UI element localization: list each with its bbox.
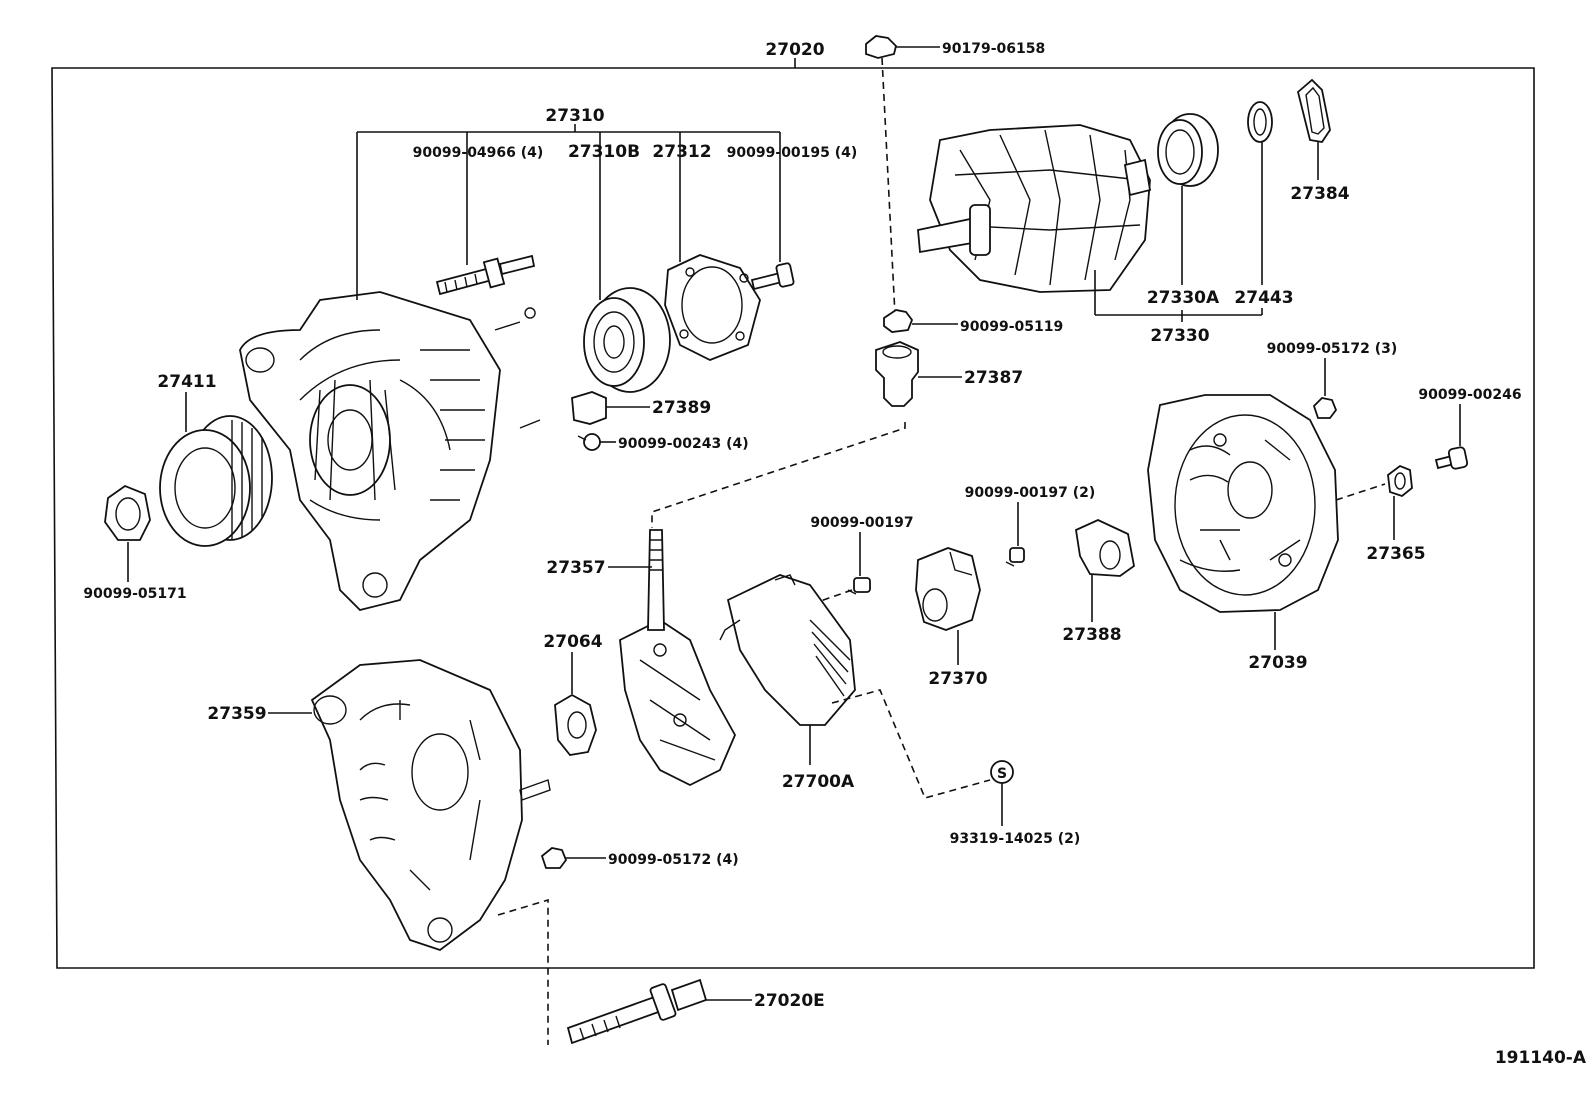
bolt-90099-04966 xyxy=(435,254,536,296)
nut-90099-05119 xyxy=(883,309,914,333)
label-90099-00243: 90099-00243 (4) xyxy=(618,436,749,452)
label-27700A: 27700A xyxy=(782,772,855,792)
nut-90099-05171 xyxy=(104,484,151,541)
through-bolt-27020E xyxy=(566,978,708,1045)
assembly-frame xyxy=(51,67,1535,969)
regulator-27700A xyxy=(719,574,856,726)
brush-holder-27370 xyxy=(915,547,981,631)
figure-id: 191140-A xyxy=(1495,1048,1587,1068)
dash-90179-06158 xyxy=(881,57,896,316)
bearing-27330A xyxy=(1157,113,1219,187)
label-27443: 27443 xyxy=(1234,288,1293,308)
label-90099-00197: 90099-00197 xyxy=(810,515,913,531)
dash-27700A xyxy=(831,689,991,799)
nut-90099-05172-3 xyxy=(1312,397,1338,419)
screw-90099-00197-2 xyxy=(1005,547,1025,567)
nut-90099-05172-4 xyxy=(540,847,568,869)
label-27384: 27384 xyxy=(1290,184,1349,204)
terminal-cap-27389 xyxy=(571,391,607,425)
bearing-27310B xyxy=(583,287,671,393)
label-90099-04966: 90099-04966 (4) xyxy=(413,145,544,161)
label-27365: 27365 xyxy=(1366,544,1425,564)
label-90099-05171: 90099-05171 xyxy=(83,586,186,602)
insulator-27387 xyxy=(875,341,919,407)
label-27310B: 27310B xyxy=(568,142,640,162)
label-27387: 27387 xyxy=(964,368,1023,388)
dash-through-bolt xyxy=(497,898,549,1045)
label-27330A: 27330A xyxy=(1147,288,1220,308)
drive-end-housing xyxy=(239,291,541,611)
screw-90099-00243 xyxy=(577,433,601,451)
ring-27443 xyxy=(1247,101,1273,143)
rear-end-frame-27039 xyxy=(1147,394,1339,613)
dash-27365 xyxy=(1335,483,1386,501)
label-90099-05119: 90099-05119 xyxy=(960,319,1063,335)
screw-90099-00246 xyxy=(1434,446,1469,470)
label-27312: 27312 xyxy=(652,142,711,162)
label-90099-00246: 90099-00246 xyxy=(1418,387,1521,403)
dash-27387 xyxy=(651,422,906,528)
bracket-27330 xyxy=(1095,308,1263,322)
label-90179-06158: 90179-06158 xyxy=(942,41,1045,57)
bracket-27310 xyxy=(356,124,781,290)
label-90099-00197-2: 90099-00197 (2) xyxy=(965,485,1096,501)
insulator-27064 xyxy=(554,693,597,756)
label-27064: 27064 xyxy=(543,632,602,652)
cover-27384 xyxy=(1296,78,1331,143)
label-27411: 27411 xyxy=(157,372,216,392)
label-27020: 27020 xyxy=(765,40,824,60)
s-marker-text: S xyxy=(997,766,1007,782)
label-27310: 27310 xyxy=(545,106,604,126)
pulley-27411 xyxy=(159,415,273,547)
label-27389: 27389 xyxy=(652,398,711,418)
label-90099-05172-4: 90099-05172 (4) xyxy=(608,852,739,868)
label-27388: 27388 xyxy=(1062,625,1121,645)
label-27357: 27357 xyxy=(546,558,605,578)
label-90099-00195: 90099-00195 (4) xyxy=(727,145,858,161)
nut-90179-06158 xyxy=(865,35,897,59)
label-93319-14025: 93319-14025 (2) xyxy=(950,831,1081,847)
label-27359: 27359 xyxy=(207,704,266,724)
rear-housing-27359 xyxy=(310,659,551,952)
screw-90099-00197 xyxy=(847,577,871,595)
rectifier-27357 xyxy=(619,529,737,787)
retainer-plate-27312 xyxy=(664,254,761,361)
rotor-27330 xyxy=(917,124,1152,293)
screw-90099-00195 xyxy=(750,262,795,291)
label-90099-05172-3: 90099-05172 (3) xyxy=(1267,341,1398,357)
bushing-27365 xyxy=(1387,464,1413,498)
label-27330: 27330 xyxy=(1150,326,1209,346)
label-27039: 27039 xyxy=(1248,653,1307,673)
s-marker: S xyxy=(990,760,1014,784)
cover-27388 xyxy=(1075,519,1135,577)
label-27020E: 27020E xyxy=(754,991,825,1011)
label-27370: 27370 xyxy=(928,669,987,689)
